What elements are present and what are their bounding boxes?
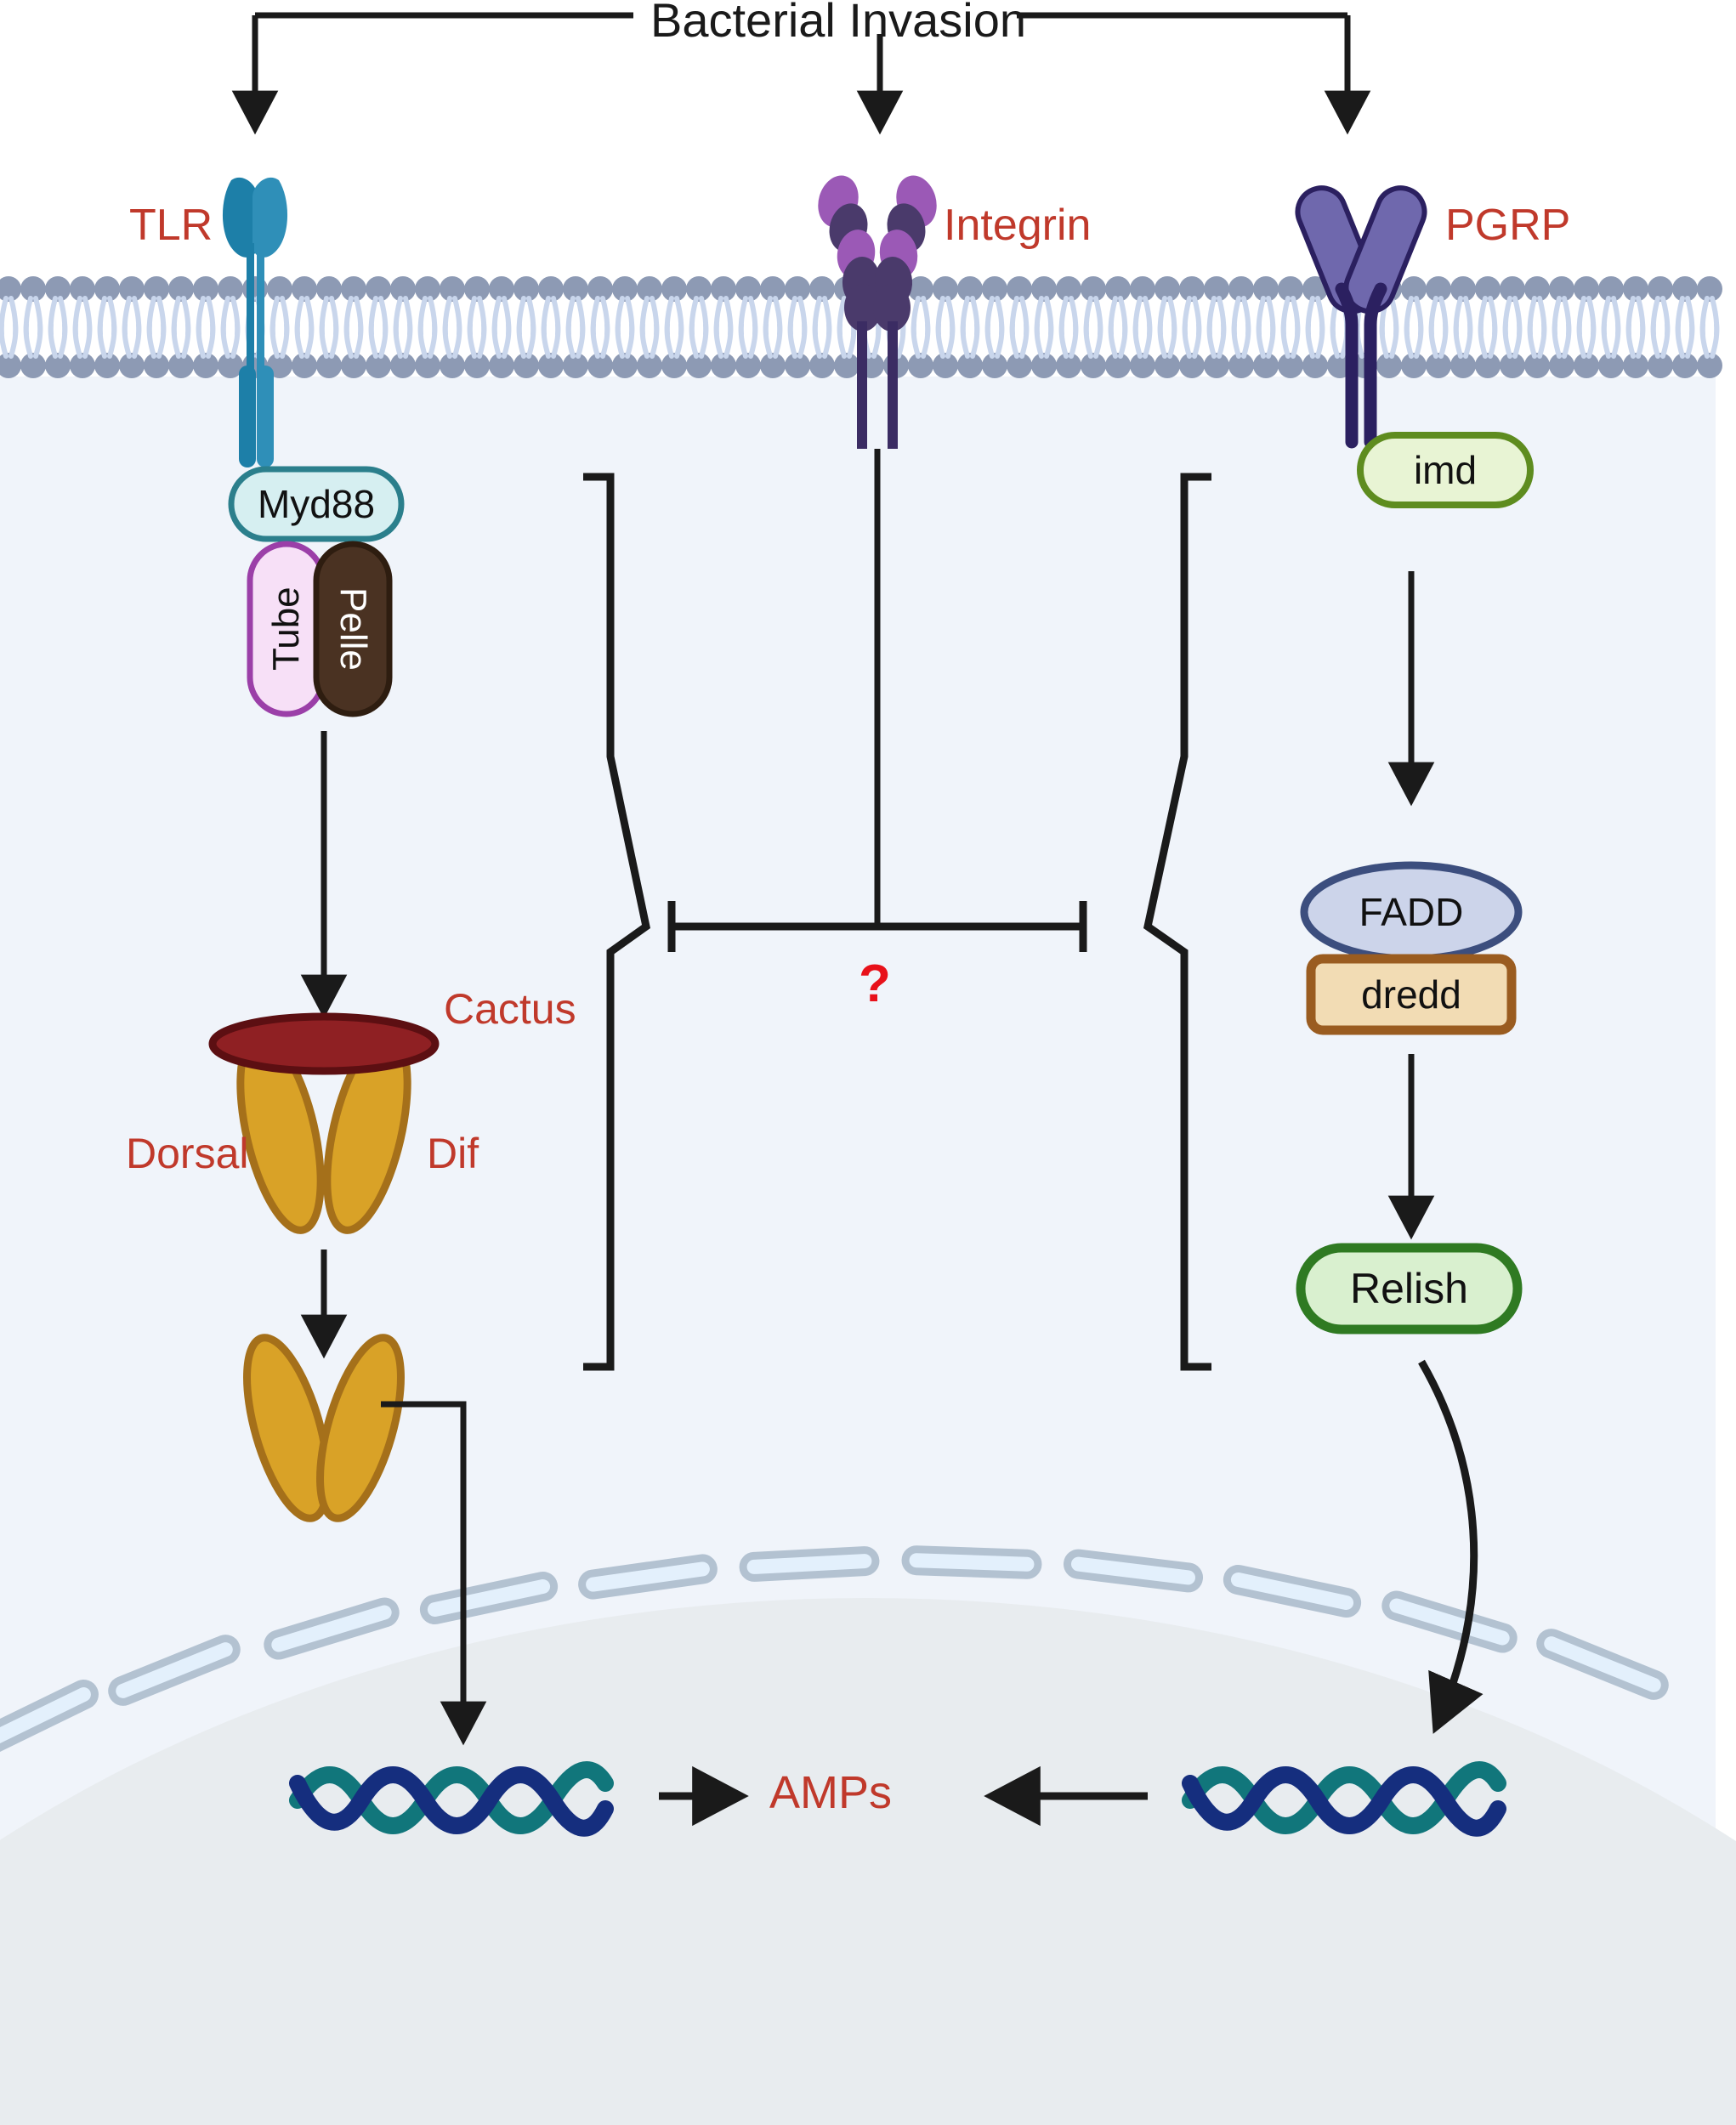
receptor-label-tlr: TLR xyxy=(129,201,213,250)
tube-label: Tube xyxy=(265,586,307,672)
nucleus-region xyxy=(0,1598,1736,2125)
myd88-node xyxy=(228,466,405,542)
pelle-node xyxy=(313,541,393,717)
figure-title: Bacterial Invasion xyxy=(650,0,1027,47)
imd-node xyxy=(1357,432,1534,508)
amps-label: AMPs xyxy=(769,1767,893,1818)
receptor-label-pgrp: PGRP xyxy=(1445,201,1571,250)
pelle-label: Pelle xyxy=(332,587,374,671)
left-brace xyxy=(583,473,651,1371)
right-brace xyxy=(1143,473,1211,1371)
dif-label: Dif xyxy=(427,1130,479,1177)
dredd-label: dredd xyxy=(1361,972,1461,1017)
question-mark: ? xyxy=(859,955,891,1013)
arrow-relish-to-dna xyxy=(1418,1359,1484,1734)
dna-left xyxy=(289,1761,614,1837)
cactus-label: Cactus xyxy=(444,985,576,1033)
imd-label: imd xyxy=(1413,448,1478,492)
nfkb-dimer-bound xyxy=(208,1012,440,1234)
dna-right xyxy=(1182,1761,1506,1837)
fadd-label: FADD xyxy=(1359,890,1464,934)
tlr-receptor xyxy=(222,177,288,468)
integrin-receptor xyxy=(818,175,937,449)
relish-label: Relish xyxy=(1350,1265,1468,1312)
dredd-node xyxy=(1306,954,1517,1035)
relish-node xyxy=(1296,1243,1523,1334)
arrow-dimer-to-dna xyxy=(381,1401,487,1746)
myd88-label: Myd88 xyxy=(257,482,376,526)
receptor-label-integrin: Integrin xyxy=(944,201,1092,250)
pgrp-receptor xyxy=(1295,185,1427,449)
dorsal-label: Dorsal xyxy=(126,1130,249,1177)
invasion-distribution-lines xyxy=(231,12,1371,135)
inhibition-crossbar xyxy=(667,901,1087,952)
nfkb-dimer-free xyxy=(243,1334,405,1522)
nuclear-pores xyxy=(0,1545,1669,1758)
cactus-disk xyxy=(208,1012,440,1075)
